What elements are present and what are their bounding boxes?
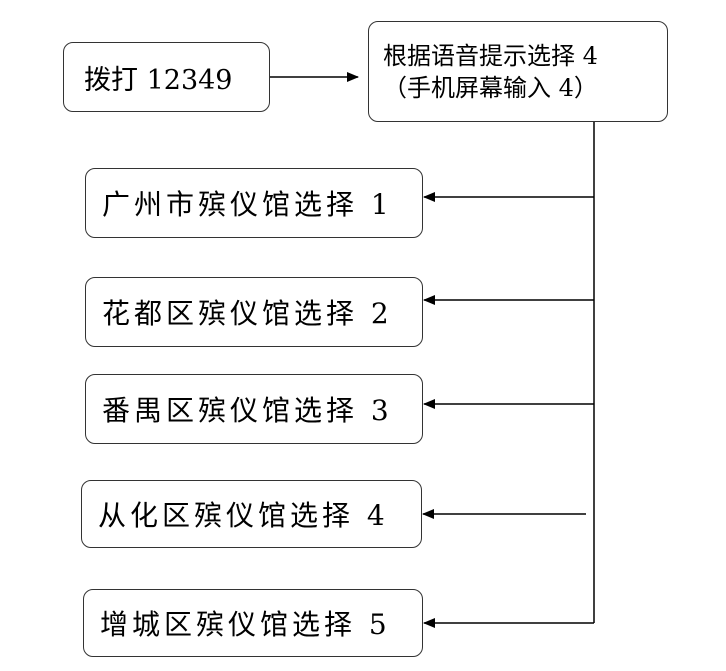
start-node: 拨打 12349 [63, 42, 270, 112]
option-node-huadu: 花都区殡仪馆选择 2 [85, 277, 423, 347]
voice-prompt-line-1: 根据语音提示选择 4 [383, 41, 598, 70]
option-node-panyu: 番禺区殡仪馆选择 3 [85, 374, 423, 444]
voice-prompt-line-2: （手机屏幕输入 4） [383, 73, 598, 102]
option-node-zengcheng: 增城区殡仪馆选择 5 [83, 589, 423, 657]
start-node-label: 拨打 12349 [84, 64, 233, 96]
option-label-panyu: 番禺区殡仪馆选择 3 [102, 394, 393, 427]
option-label-zengcheng: 增城区殡仪馆选择 5 [100, 608, 391, 641]
option-node-conghua: 从化区殡仪馆选择 4 [81, 480, 422, 548]
option-label-guangzhou: 广州市殡仪馆选择 1 [102, 188, 393, 221]
voice-prompt-node: 根据语音提示选择 4 （手机屏幕输入 4） [368, 21, 668, 122]
option-label-huadu: 花都区殡仪馆选择 2 [102, 297, 393, 330]
option-node-guangzhou: 广州市殡仪馆选择 1 [85, 168, 423, 238]
option-label-conghua: 从化区殡仪馆选择 4 [98, 499, 389, 532]
